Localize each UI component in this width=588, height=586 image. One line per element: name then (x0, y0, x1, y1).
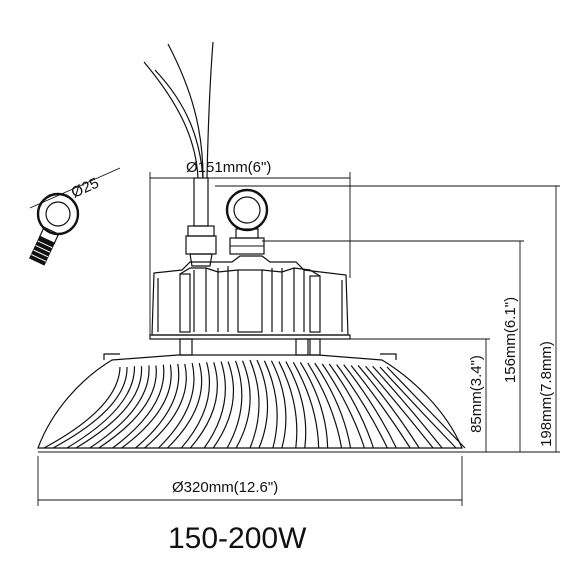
reflector-fin (307, 362, 352, 449)
reflector-fin (292, 362, 329, 449)
reflector-fin (226, 360, 251, 449)
reflector (37, 353, 463, 453)
reflector-fin (336, 364, 397, 449)
body-height-label: 156mm(6.1") (502, 297, 519, 383)
cable-gland (185, 177, 217, 267)
eye-bolt (225, 188, 269, 255)
eye-bolt-detail (29, 167, 121, 266)
reflector-fin (135, 363, 187, 449)
total-height-label: 198mm(7.8mm) (538, 341, 555, 447)
reflector-fin (365, 365, 443, 449)
reflector-fin (66, 366, 143, 449)
dim-housing-diameter (149, 172, 351, 335)
standoffs (179, 338, 321, 356)
reflector-fin (203, 361, 234, 449)
dim-total-height (215, 185, 560, 452)
dim-reflector-height (350, 338, 490, 452)
reflector-fin (158, 362, 203, 449)
reflector-fin (180, 362, 218, 449)
dim-reflector-diameter (37, 456, 463, 506)
reflector-fin (43, 366, 128, 449)
power-wires (143, 41, 214, 179)
reflector-fin (321, 363, 375, 449)
reflector-fin (112, 364, 172, 449)
reflector-fin (350, 365, 420, 449)
reflector-fins (43, 359, 466, 449)
reflector-fin (278, 361, 307, 449)
reflector-diameter-label: Ø320mm(12.6") (172, 479, 278, 496)
housing-diameter-label: Ø151mm(6") (186, 159, 271, 176)
reflector-fin (263, 360, 287, 449)
reflector-fin (89, 365, 157, 449)
reflector-fin (379, 366, 466, 449)
driver-housing (149, 255, 351, 340)
reflector-fin (249, 359, 269, 449)
reflector-height-label: 85mm(3.4") (468, 355, 485, 433)
dim-body-height (262, 240, 524, 452)
wattage-caption: 150-200W (168, 522, 307, 555)
